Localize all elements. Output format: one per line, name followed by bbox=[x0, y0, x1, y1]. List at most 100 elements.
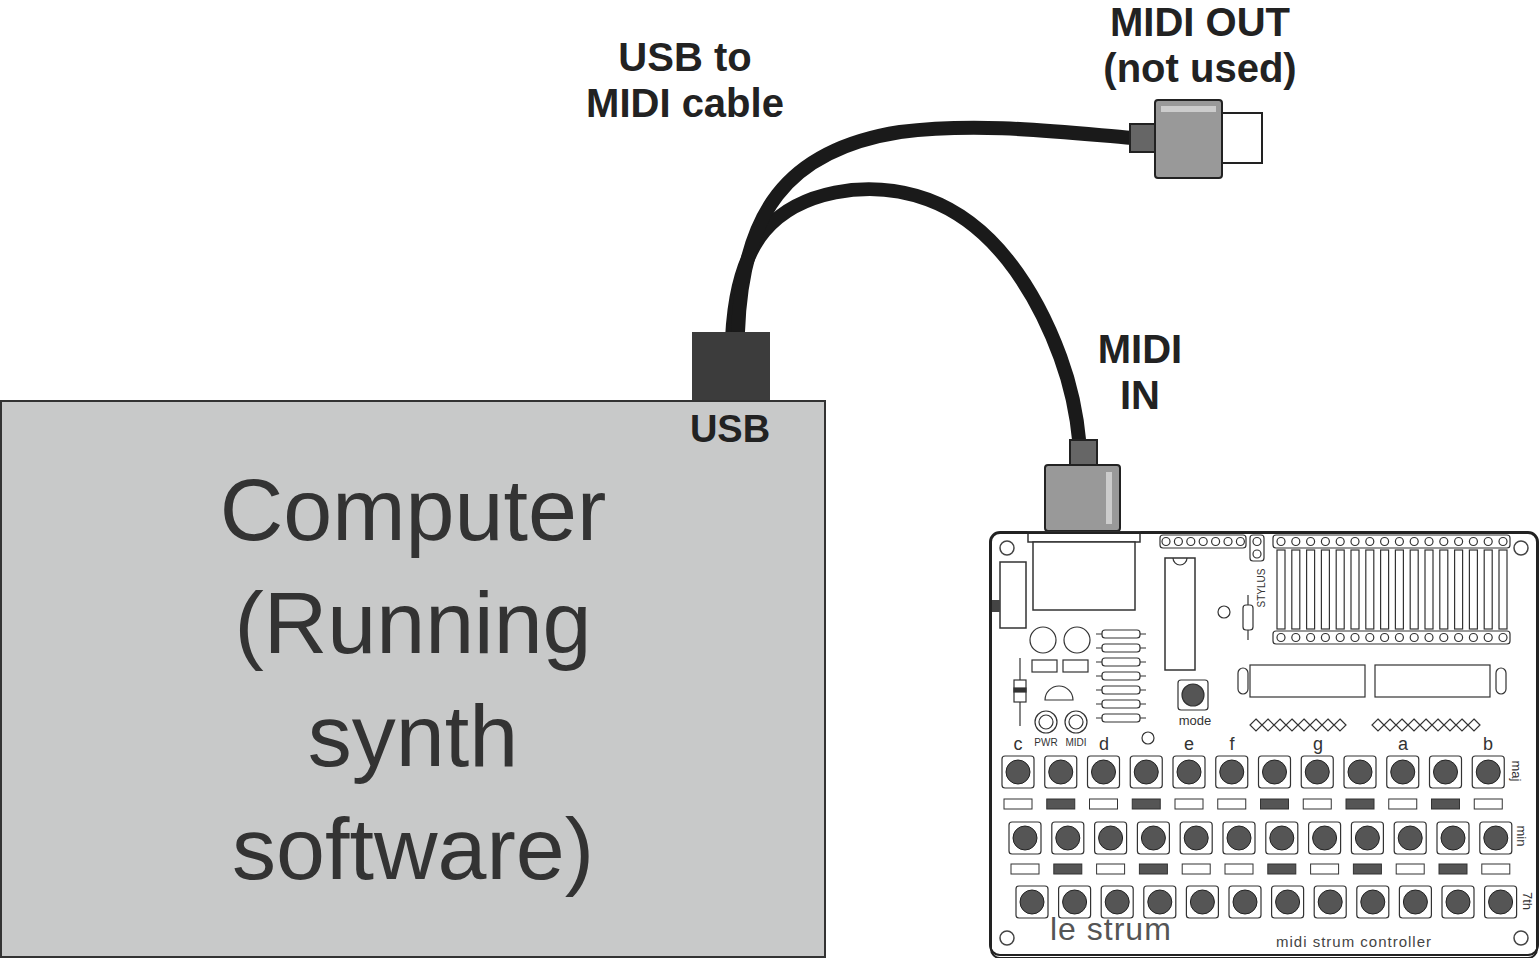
board-part bbox=[1187, 538, 1195, 546]
key-button-cap bbox=[1276, 890, 1300, 914]
board-part bbox=[1469, 538, 1477, 546]
board-part bbox=[1455, 550, 1463, 629]
note-label: f bbox=[1229, 734, 1234, 755]
board-part bbox=[1262, 719, 1274, 731]
note-label: d bbox=[1099, 734, 1109, 755]
computer-label: Computer (Running synth software) bbox=[173, 453, 653, 905]
board-part bbox=[1499, 634, 1507, 642]
key-button-frame bbox=[1480, 822, 1512, 854]
row-label: min bbox=[1514, 826, 1529, 847]
key-button-frame bbox=[1045, 756, 1077, 788]
key-button-cap bbox=[1177, 760, 1201, 784]
board-part bbox=[1468, 719, 1480, 731]
key-button-cap bbox=[1056, 826, 1080, 850]
key-button-cap bbox=[1263, 760, 1287, 784]
board-part bbox=[1469, 550, 1477, 629]
key-button-cap bbox=[1398, 826, 1422, 850]
key-indicator bbox=[1396, 864, 1424, 874]
pin-header bbox=[1160, 535, 1510, 644]
key-button-frame bbox=[1009, 822, 1041, 854]
board-part bbox=[1334, 719, 1346, 731]
key-button-cap bbox=[1361, 890, 1385, 914]
board-part bbox=[1366, 538, 1374, 546]
key-button-frame bbox=[1351, 822, 1383, 854]
note-label: a bbox=[1398, 734, 1408, 755]
key-button-cap bbox=[1141, 826, 1165, 850]
board-part bbox=[1000, 931, 1014, 945]
board-part bbox=[1102, 644, 1140, 652]
key-indicator bbox=[1353, 864, 1381, 874]
key-indicator bbox=[1474, 799, 1502, 809]
board-part bbox=[1065, 711, 1087, 733]
board-part bbox=[1238, 668, 1248, 694]
capacitors bbox=[1030, 627, 1090, 672]
key-button-cap bbox=[1489, 890, 1513, 914]
midi-in-neck bbox=[1070, 440, 1097, 466]
board-part bbox=[1102, 714, 1140, 722]
key-indicator bbox=[1097, 864, 1125, 874]
board-part bbox=[1250, 665, 1365, 697]
board-part bbox=[1375, 665, 1490, 697]
key-indicator bbox=[1047, 799, 1075, 809]
key-indicator bbox=[1011, 864, 1039, 874]
key-button-frame bbox=[1173, 756, 1205, 788]
leds bbox=[1035, 711, 1087, 733]
board-part bbox=[1174, 538, 1182, 546]
key-button-frame bbox=[1344, 756, 1376, 788]
board-part bbox=[1035, 711, 1057, 733]
chip bbox=[1165, 558, 1195, 670]
board-part bbox=[1381, 538, 1389, 546]
diode-row bbox=[1250, 719, 1480, 731]
board-part bbox=[1444, 719, 1456, 731]
board-part bbox=[1336, 538, 1344, 546]
board-part bbox=[1032, 660, 1057, 672]
board-part bbox=[1440, 550, 1448, 629]
board-part bbox=[1102, 700, 1140, 708]
board-part bbox=[1160, 535, 1246, 548]
key-button-frame bbox=[1394, 822, 1426, 854]
key-indicator bbox=[1004, 799, 1032, 809]
key-button-frame bbox=[1052, 822, 1084, 854]
key-button-frame bbox=[1430, 756, 1462, 788]
board-part bbox=[1218, 606, 1230, 618]
header-label: STYLUS bbox=[1256, 569, 1268, 608]
board-name: le strum bbox=[1050, 912, 1172, 947]
key-indicator bbox=[1139, 864, 1167, 874]
key-button-frame bbox=[1309, 822, 1341, 854]
key-indicator bbox=[1175, 799, 1203, 809]
board-part bbox=[1286, 719, 1298, 731]
board-part bbox=[1455, 538, 1463, 546]
key-indicator bbox=[1182, 864, 1210, 874]
key-button-cap bbox=[1020, 890, 1044, 914]
board-part bbox=[1307, 550, 1315, 629]
board-part bbox=[1455, 634, 1463, 642]
board-part bbox=[1298, 719, 1310, 731]
key-button-cap bbox=[1318, 890, 1342, 914]
board-outline bbox=[990, 532, 1538, 955]
board-part bbox=[1420, 719, 1432, 731]
note-label: e bbox=[1184, 734, 1194, 755]
board-part bbox=[1321, 634, 1329, 642]
key-indicator bbox=[1389, 799, 1417, 809]
board-part bbox=[1069, 715, 1083, 729]
board-part bbox=[1292, 550, 1300, 629]
key-button-frame bbox=[1137, 822, 1169, 854]
note-label: g bbox=[1313, 734, 1323, 755]
port-label: MIDI IN bbox=[1090, 326, 1190, 418]
led-label: PWR bbox=[1034, 737, 1057, 749]
board-part bbox=[1456, 719, 1468, 731]
key-button-frame bbox=[1272, 886, 1304, 918]
key-button-frame bbox=[1002, 756, 1034, 788]
board-part bbox=[1277, 634, 1285, 642]
key-indicator bbox=[1054, 864, 1082, 874]
board-part bbox=[1432, 719, 1444, 731]
key-button-cap bbox=[1184, 826, 1208, 850]
board-part bbox=[1142, 732, 1154, 744]
board-part bbox=[1384, 719, 1396, 731]
board-part bbox=[1033, 542, 1135, 610]
port-label: MIDI OUT (not used) bbox=[1100, 0, 1300, 91]
key-button-cap bbox=[1355, 826, 1379, 850]
board-part bbox=[1496, 668, 1506, 694]
key-button-frame bbox=[1088, 756, 1120, 788]
midi-in-body bbox=[1045, 465, 1120, 531]
